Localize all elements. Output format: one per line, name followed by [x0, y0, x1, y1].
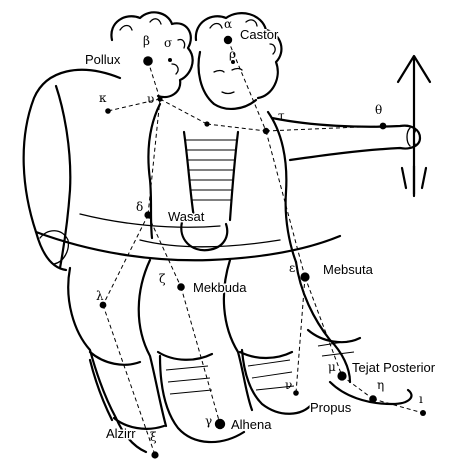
label-tejat-posterior: Tejat Posterior [352, 360, 436, 375]
label-propus: Propus [310, 400, 352, 415]
star-mebsuta [300, 272, 309, 281]
letter-pollux: β [143, 34, 150, 48]
letter-nu: ν [285, 378, 292, 392]
letter-mekbuda: ζ [159, 272, 166, 286]
letter-tau: τ [278, 109, 285, 123]
letter-alzirr: ξ [150, 430, 157, 444]
star-castor [224, 36, 232, 44]
star-propus [369, 395, 377, 403]
letter-upsilon: υ [147, 92, 154, 106]
label-wasat: Wasat [168, 209, 205, 224]
letter-tejat: μ [328, 360, 336, 374]
letter-lambda: λ [96, 289, 104, 303]
label-alzirr: Alzirr [106, 426, 136, 441]
star-sigma [168, 58, 172, 62]
label-pollux: Pollux [85, 52, 121, 67]
star-alzirr [151, 451, 158, 458]
star-theta [380, 123, 387, 130]
label-mekbuda: Mekbuda [193, 280, 247, 295]
label-mebsuta: Mebsuta [323, 262, 374, 277]
star-wasat [144, 211, 151, 218]
letter-sigma: σ [164, 36, 172, 50]
letter-theta: θ [375, 103, 382, 117]
label-castor: Castor [240, 27, 279, 42]
letter-wasat: δ [136, 200, 143, 214]
letter-rho: ρ [229, 47, 236, 61]
letter-propus: η [377, 378, 384, 392]
star-alhena [215, 419, 225, 429]
star-kappa [105, 108, 111, 114]
star-nu [293, 390, 299, 396]
twins-figure-illustration [24, 12, 430, 452]
star-tau [263, 128, 269, 134]
greek-letter-labels: β σ α ρ κ υ τ θ δ ζ ε λ ν μ η ı γ ξ [96, 17, 423, 444]
star-mekbuda [177, 283, 185, 291]
star-mu [337, 371, 346, 380]
letter-iota: ı [419, 392, 423, 406]
letter-castor: α [224, 17, 232, 31]
label-alhena: Alhena [231, 417, 272, 432]
letter-kappa: κ [99, 91, 107, 105]
star-iota-gem [204, 121, 209, 126]
star-upsilon [157, 96, 162, 101]
letter-alhena: γ [205, 414, 212, 428]
star-pollux [143, 56, 153, 66]
letter-mebsuta: ε [289, 261, 295, 275]
star-one-gem [420, 410, 426, 416]
